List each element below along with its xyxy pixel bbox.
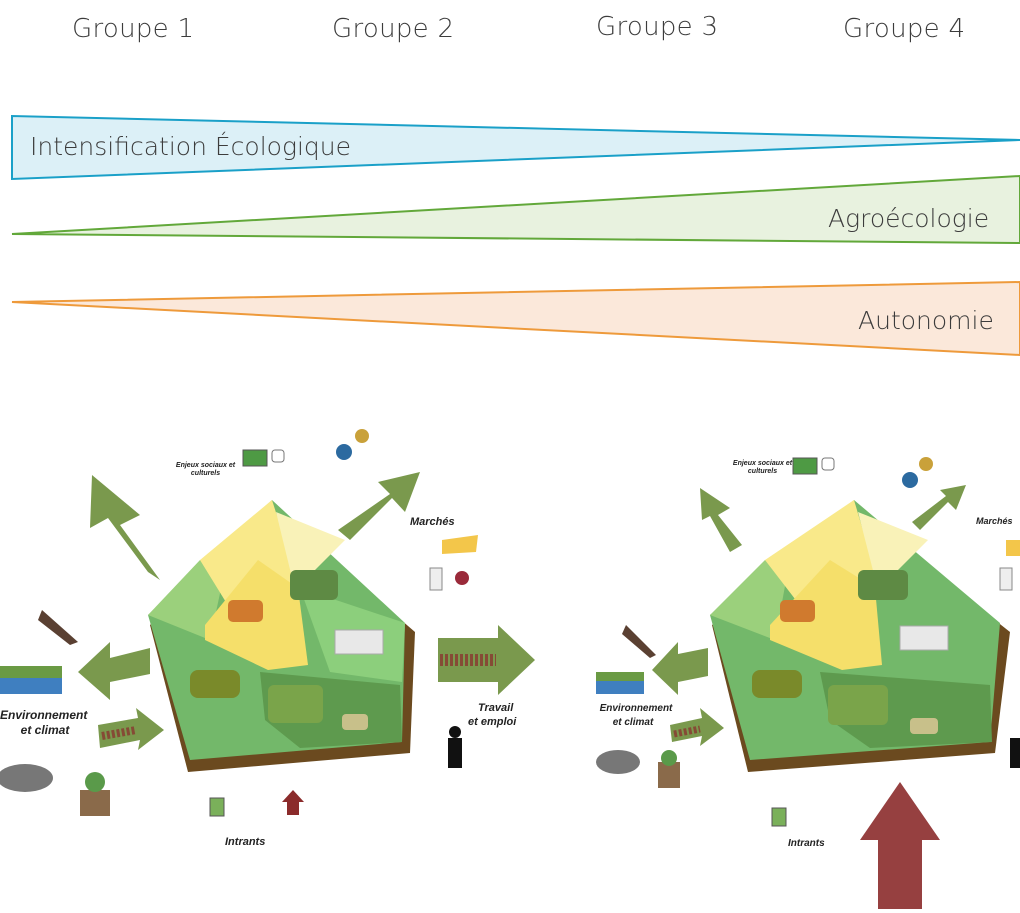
farm-diagram-group-1: Enjeux sociaux et culturels Marchés Envi…: [0, 420, 560, 909]
environment-label-1: Environnement: [0, 708, 88, 722]
environment-label-1: Environnement: [599, 703, 673, 714]
group-4-label: Groupe 4: [843, 14, 966, 44]
agroecologie-wedge: [11, 174, 1020, 245]
inputs-label: Intrants: [225, 836, 266, 848]
social-label: Enjeux sociaux et culturels: [732, 460, 793, 475]
inputs-label: Intrants: [788, 838, 825, 849]
environment-label-2: et climat: [612, 717, 654, 728]
autonomie-label: Autonomie: [858, 306, 994, 335]
worker-icon: [448, 738, 462, 768]
markets-label: Marchés: [410, 516, 455, 528]
markets-label: Marchés: [976, 516, 1013, 526]
money-bag-icon: [902, 472, 918, 488]
farm-illustration: [0, 429, 535, 817]
bird-icon: [622, 625, 656, 658]
market-arrow: [912, 485, 966, 530]
cheese-icon: [442, 535, 478, 554]
landscape-icon: [242, 449, 268, 467]
intensification-label: Intensification Écologique: [30, 132, 351, 161]
group-headings: Groupe 1 Groupe 2 Groupe 3 Groupe 4: [0, 0, 1020, 60]
cloud-icon: [596, 750, 640, 774]
cloud-icon: [0, 764, 53, 792]
cheese-icon: [1006, 540, 1020, 556]
grapes-icon: [455, 571, 469, 585]
money-icon: [209, 797, 225, 817]
market-arrow: [338, 472, 420, 540]
environment-arrow: [78, 642, 150, 700]
environment-in-arrow: [98, 708, 164, 750]
soil-icon: [80, 790, 110, 816]
agroecologie-label: Agroécologie: [828, 204, 990, 233]
cow-icon: [858, 570, 908, 600]
gradient-wedges: [11, 114, 1020, 357]
social-arrow: [700, 488, 742, 552]
money-icon: [771, 807, 787, 827]
worker-icon: [1010, 738, 1020, 768]
intensification-wedge: [11, 114, 1020, 181]
inputs-arrow: [860, 782, 940, 909]
barn-icon: [334, 629, 384, 655]
group-1-label: Groupe 1: [72, 14, 195, 44]
landscape-icon: [792, 457, 818, 475]
environment-in-arrow: [670, 708, 724, 746]
bird-icon: [38, 610, 78, 645]
group-2-label: Groupe 2: [332, 14, 455, 44]
money-bag-icon: [336, 444, 352, 460]
soil-icon: [658, 762, 680, 788]
environment-label-2: et climat: [20, 723, 70, 737]
farm-diagram-group-4: Enjeux sociaux et culturels Marchés Envi…: [590, 420, 1020, 909]
farm-illustration: [596, 457, 1020, 909]
social-label: Enjeux sociaux et culturels: [175, 462, 236, 477]
barn-icon: [899, 625, 949, 651]
labour-label-2: et emploi: [468, 716, 517, 728]
cow-icon: [290, 570, 338, 600]
milk-icon: [999, 567, 1013, 591]
inputs-arrow: [282, 790, 304, 815]
autonomie-wedge: [11, 280, 1020, 357]
environment-arrow: [652, 642, 708, 695]
milk-icon: [429, 567, 443, 591]
social-arrow: [90, 475, 160, 580]
group-3-label: Groupe 3: [596, 12, 719, 42]
labour-label-1: Travail: [478, 702, 514, 714]
